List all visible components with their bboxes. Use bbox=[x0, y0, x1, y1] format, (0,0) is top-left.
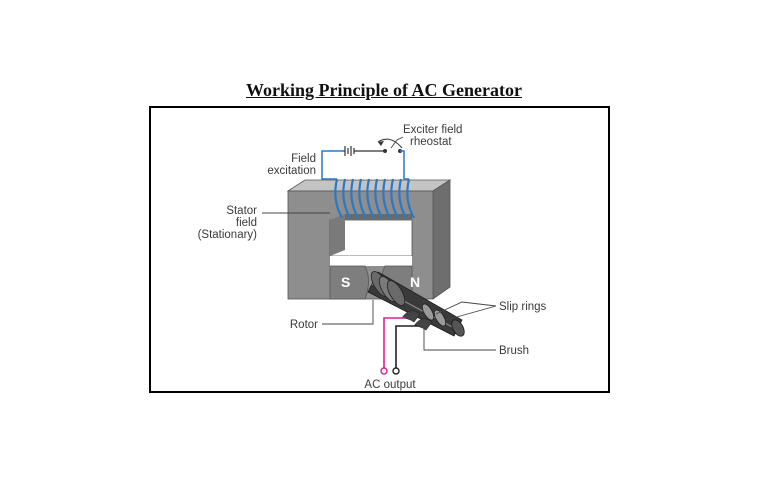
rheostat-label: rheostat bbox=[410, 136, 452, 148]
rotor-label: Rotor bbox=[290, 319, 318, 331]
output-terminal-positive bbox=[380, 367, 388, 375]
brushes bbox=[401, 310, 433, 331]
stator-label: Stator bbox=[226, 205, 257, 217]
field-label: Field bbox=[291, 153, 316, 165]
slip-rings bbox=[421, 303, 447, 327]
stator-core bbox=[286, 179, 452, 300]
pole-n-label: N bbox=[410, 274, 420, 290]
leader-lines bbox=[262, 136, 497, 351]
rheostat-icon bbox=[377, 138, 403, 153]
ac-output-label: AC output bbox=[364, 379, 416, 391]
ac-output-wires bbox=[383, 317, 418, 368]
field-coil bbox=[334, 178, 415, 219]
brush-label: Brush bbox=[499, 345, 529, 357]
output-terminal-negative bbox=[392, 367, 400, 375]
excitation-circuit bbox=[321, 138, 409, 180]
stationary-label: (Stationary) bbox=[198, 229, 258, 241]
slip-rings-label: Slip rings bbox=[499, 301, 547, 313]
pole-s-label: S bbox=[341, 274, 350, 290]
excitation-label: excitation bbox=[267, 165, 316, 177]
page-title: Working Principle of AC Generator bbox=[246, 80, 522, 100]
battery-icon bbox=[343, 146, 384, 156]
stator-field-label: field bbox=[236, 217, 257, 229]
exciter-field-label: Exciter field bbox=[403, 124, 462, 136]
